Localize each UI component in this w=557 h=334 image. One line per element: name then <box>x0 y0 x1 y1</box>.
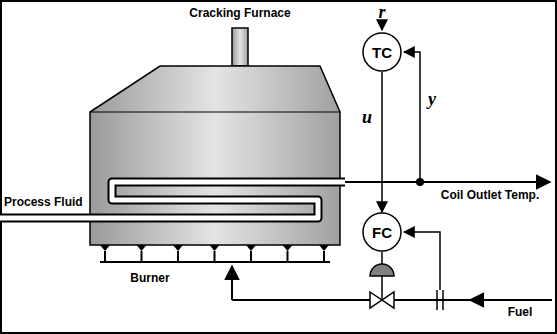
flow-measurement-line <box>404 232 440 290</box>
burner-nozzle <box>137 245 147 251</box>
actuator-signal <box>381 252 383 264</box>
burner-nozzle <box>210 245 220 251</box>
circle-shape <box>363 33 401 71</box>
nozzle-pipe <box>323 251 325 262</box>
nozzle-pipe <box>214 251 216 262</box>
setpoint-arrow <box>381 24 383 30</box>
nozzle-pipe <box>141 251 143 262</box>
burner-nozzle <box>319 245 329 251</box>
signal-symbol: u <box>362 108 372 128</box>
furnace-roof-line <box>90 112 340 113</box>
burner-nozzle <box>173 245 183 251</box>
burner-nozzle <box>283 245 293 251</box>
title-label: Cracking Furnace <box>189 7 290 20</box>
coil-inner <box>0 182 347 218</box>
nozzle-pipe <box>104 251 106 262</box>
valve-actuator <box>370 264 394 276</box>
valve-stem <box>381 276 383 300</box>
burner-nozzle <box>100 245 110 251</box>
fuel-line <box>232 299 370 301</box>
burner-nozzles <box>100 245 329 262</box>
controller-circle: FC <box>362 212 402 252</box>
nozzle-pipe <box>250 251 252 262</box>
outlet-line <box>345 181 550 183</box>
fuel-line <box>394 299 552 301</box>
burner-feed <box>231 266 233 300</box>
controller-tag: FC <box>372 224 392 241</box>
chimney <box>232 28 248 66</box>
stream-label: Coil Outlet Temp. <box>441 189 539 202</box>
setpoint-symbol: r <box>378 3 385 23</box>
fuel-label: Fuel <box>508 306 533 319</box>
control-signal <box>381 72 383 212</box>
controller-circle: TC <box>362 32 402 72</box>
controller-tag: TC <box>372 44 392 61</box>
feedback-y-line <box>404 52 420 182</box>
burner-label: Burner <box>130 272 169 285</box>
burner-manifold <box>100 261 330 263</box>
nozzle-pipe <box>177 251 179 262</box>
orifice-plate <box>442 290 444 310</box>
circle-shape <box>363 213 401 251</box>
fuel-arrow <box>470 299 510 301</box>
inlet-label: Process Fluid <box>4 196 83 209</box>
measurement-symbol: y <box>428 90 436 110</box>
nozzle-pipe <box>287 251 289 262</box>
orifice-plate <box>436 290 438 310</box>
burner-nozzle <box>246 245 256 251</box>
